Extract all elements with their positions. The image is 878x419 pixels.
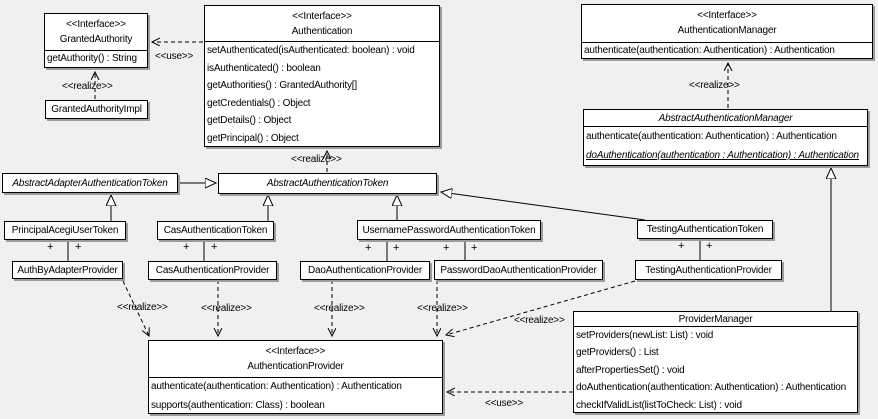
class-header: <<Interface>> AuthenticationManager xyxy=(582,5,872,43)
class-abstract-authentication-token: AbstractAuthenticationToken xyxy=(218,173,437,194)
class-name: CasAuthenticationProvider xyxy=(155,265,270,276)
class-header: <<Interface>> Authentication xyxy=(205,6,439,42)
class-name: AuthByAdapterProvider xyxy=(17,264,118,276)
method-label: setAuthenticated(isAuthenticated: boolea… xyxy=(207,45,415,56)
class-name: AuthenticationManager xyxy=(677,25,777,36)
method-compartment: authenticate(authentication: Authenticat… xyxy=(584,127,867,165)
method-label: getDetails() : Object xyxy=(207,115,292,126)
edge-label-use: <<use>> xyxy=(485,398,524,409)
edge-label-realize: <<realize>> xyxy=(201,303,252,314)
class-name: AuthenticationProvider xyxy=(247,361,344,372)
assoc-end-plus: + xyxy=(75,241,82,253)
assoc-end-plus: + xyxy=(443,242,450,254)
class-granted-authority: <<Interface>> GrantedAuthority getAuthor… xyxy=(44,13,148,68)
edge-realize-testingauthenticationprovider xyxy=(446,280,636,335)
edge-label-realize: <<realize>> xyxy=(117,302,168,313)
method-label: authenticate(authentication: Authenticat… xyxy=(151,381,402,392)
class-name: DaoAuthenticationProvider xyxy=(308,265,422,276)
class-password-dao-authentication-provider: PasswordDaoAuthenticationProvider xyxy=(434,260,603,280)
class-name: Authentication xyxy=(291,26,353,37)
assoc-end-plus: + xyxy=(706,240,713,252)
method-compartment: authenticate(authentication: Authenticat… xyxy=(149,378,442,413)
assoc-end-plus: + xyxy=(211,241,218,253)
class-header: <<Interface>> GrantedAuthority xyxy=(45,14,147,51)
method-label: checkIfValidList(listToCheck: List) : vo… xyxy=(576,399,742,411)
class-authentication-manager: <<Interface>> AuthenticationManager auth… xyxy=(581,4,873,59)
class-name: AbstractAuthenticationToken xyxy=(266,178,389,189)
class-username-password-authentication-token: UsernamePasswordAuthenticationToken xyxy=(357,220,541,240)
class-name: AbstractAuthenticationManager xyxy=(658,113,793,124)
method-label: getCredentials() : Object xyxy=(207,97,311,109)
method-compartment: authenticate(authentication: Authenticat… xyxy=(582,43,872,58)
class-granted-authority-impl: GrantedAuthorityImpl xyxy=(45,100,148,119)
class-authentication: <<Interface>> Authentication setAuthenti… xyxy=(204,5,440,147)
method-label-abstract: doAuthentication(authentication : Authen… xyxy=(586,150,859,161)
edge-label-realize: <<realize>> xyxy=(62,81,113,92)
edge-label-realize: <<realize>> xyxy=(417,303,468,314)
class-name: GrantedAuthority xyxy=(59,34,133,45)
interface-stereotype: <<Interface>> xyxy=(66,19,126,30)
class-authentication-provider: <<Interface>> AuthenticationProvider aut… xyxy=(148,340,443,414)
assoc-end-plus: + xyxy=(183,241,190,253)
class-provider-manager: ProviderManager setProviders(newList: Li… xyxy=(573,311,858,413)
assoc-end-plus: + xyxy=(365,242,372,254)
class-abstract-adapter-authentication-token: AbstractAdapterAuthenticationToken xyxy=(2,173,178,193)
class-name: GrantedAuthorityImpl xyxy=(51,104,142,115)
edge-label-realize: <<realize>> xyxy=(291,154,342,165)
interface-stereotype: <<Interface>> xyxy=(292,11,352,22)
method-label: afterPropertiesSet() : void xyxy=(576,364,685,376)
method-label: getPrincipal() : Object xyxy=(207,132,299,144)
assoc-end-plus: + xyxy=(47,241,54,253)
class-name: CasAuthenticationToken xyxy=(163,225,268,236)
method-compartment: setProviders(newList: List) : void getPr… xyxy=(574,327,857,412)
class-testing-authentication-provider: TestingAuthenticationProvider xyxy=(635,260,782,280)
edge-label-realize: <<realize>> xyxy=(689,80,740,91)
assoc-end-plus: + xyxy=(393,242,400,254)
interface-stereotype: <<Interface>> xyxy=(697,10,757,21)
class-header: <<Interface>> AuthenticationProvider xyxy=(149,341,442,378)
class-name: PrincipalAcegiUserToken xyxy=(11,225,119,236)
method-label: getAuthorities() : GrantedAuthority[] xyxy=(207,80,357,91)
class-name: AbstractAdapterAuthenticationToken xyxy=(12,177,168,189)
method-label: doAuthentication(authentication: Authent… xyxy=(576,382,846,394)
method-label: isAuthenticated() : boolean xyxy=(207,62,321,74)
class-cas-authentication-token: CasAuthenticationToken xyxy=(157,221,274,240)
class-abstract-authentication-manager: AbstractAuthenticationManager authentica… xyxy=(583,109,868,166)
class-principal-acegi-user-token: PrincipalAcegiUserToken xyxy=(4,221,126,240)
method-label: getProviders() : List xyxy=(576,347,659,359)
method-label: authenticate(authentication: Authenticat… xyxy=(584,45,835,56)
class-auth-by-adapter-provider: AuthByAdapterProvider xyxy=(12,261,123,279)
class-name: UsernamePasswordAuthenticationToken xyxy=(362,224,536,236)
assoc-end-plus: + xyxy=(471,242,478,254)
method-compartment: setAuthenticated(isAuthenticated: boolea… xyxy=(205,42,439,146)
class-name: PasswordDaoAuthenticationProvider xyxy=(440,264,597,276)
edge-realize-authbyadapterprovider xyxy=(122,280,149,336)
method-label: getAuthority() : String xyxy=(47,53,137,64)
assoc-end-plus: + xyxy=(678,240,685,252)
class-cas-authentication-provider: CasAuthenticationProvider xyxy=(148,261,277,280)
class-name: TestingAuthenticationProvider xyxy=(645,264,772,276)
interface-stereotype: <<Interface>> xyxy=(265,346,326,357)
edge-label-realize: <<realize>> xyxy=(514,315,565,326)
method-label: setProviders(newList: List) : void xyxy=(576,330,714,341)
method-label: supports(authentication: Class) : boolea… xyxy=(151,399,325,411)
class-dao-authentication-provider: DaoAuthenticationProvider xyxy=(300,261,430,280)
class-name: TestingAuthenticationToken xyxy=(646,224,764,235)
method-label: authenticate(authentication: Authenticat… xyxy=(586,131,837,142)
class-header: AbstractAuthenticationManager xyxy=(584,110,867,127)
edge-label-realize: <<realize>> xyxy=(314,303,365,314)
class-header: ProviderManager xyxy=(574,312,857,327)
method-compartment: getAuthority() : String xyxy=(45,51,147,67)
edge-gen-testingtoken-to-abstracttoken xyxy=(441,192,646,221)
class-name: ProviderManager xyxy=(678,314,753,325)
class-testing-authentication-token: TestingAuthenticationToken xyxy=(637,220,773,239)
edge-label-use: <<use>> xyxy=(155,51,194,62)
